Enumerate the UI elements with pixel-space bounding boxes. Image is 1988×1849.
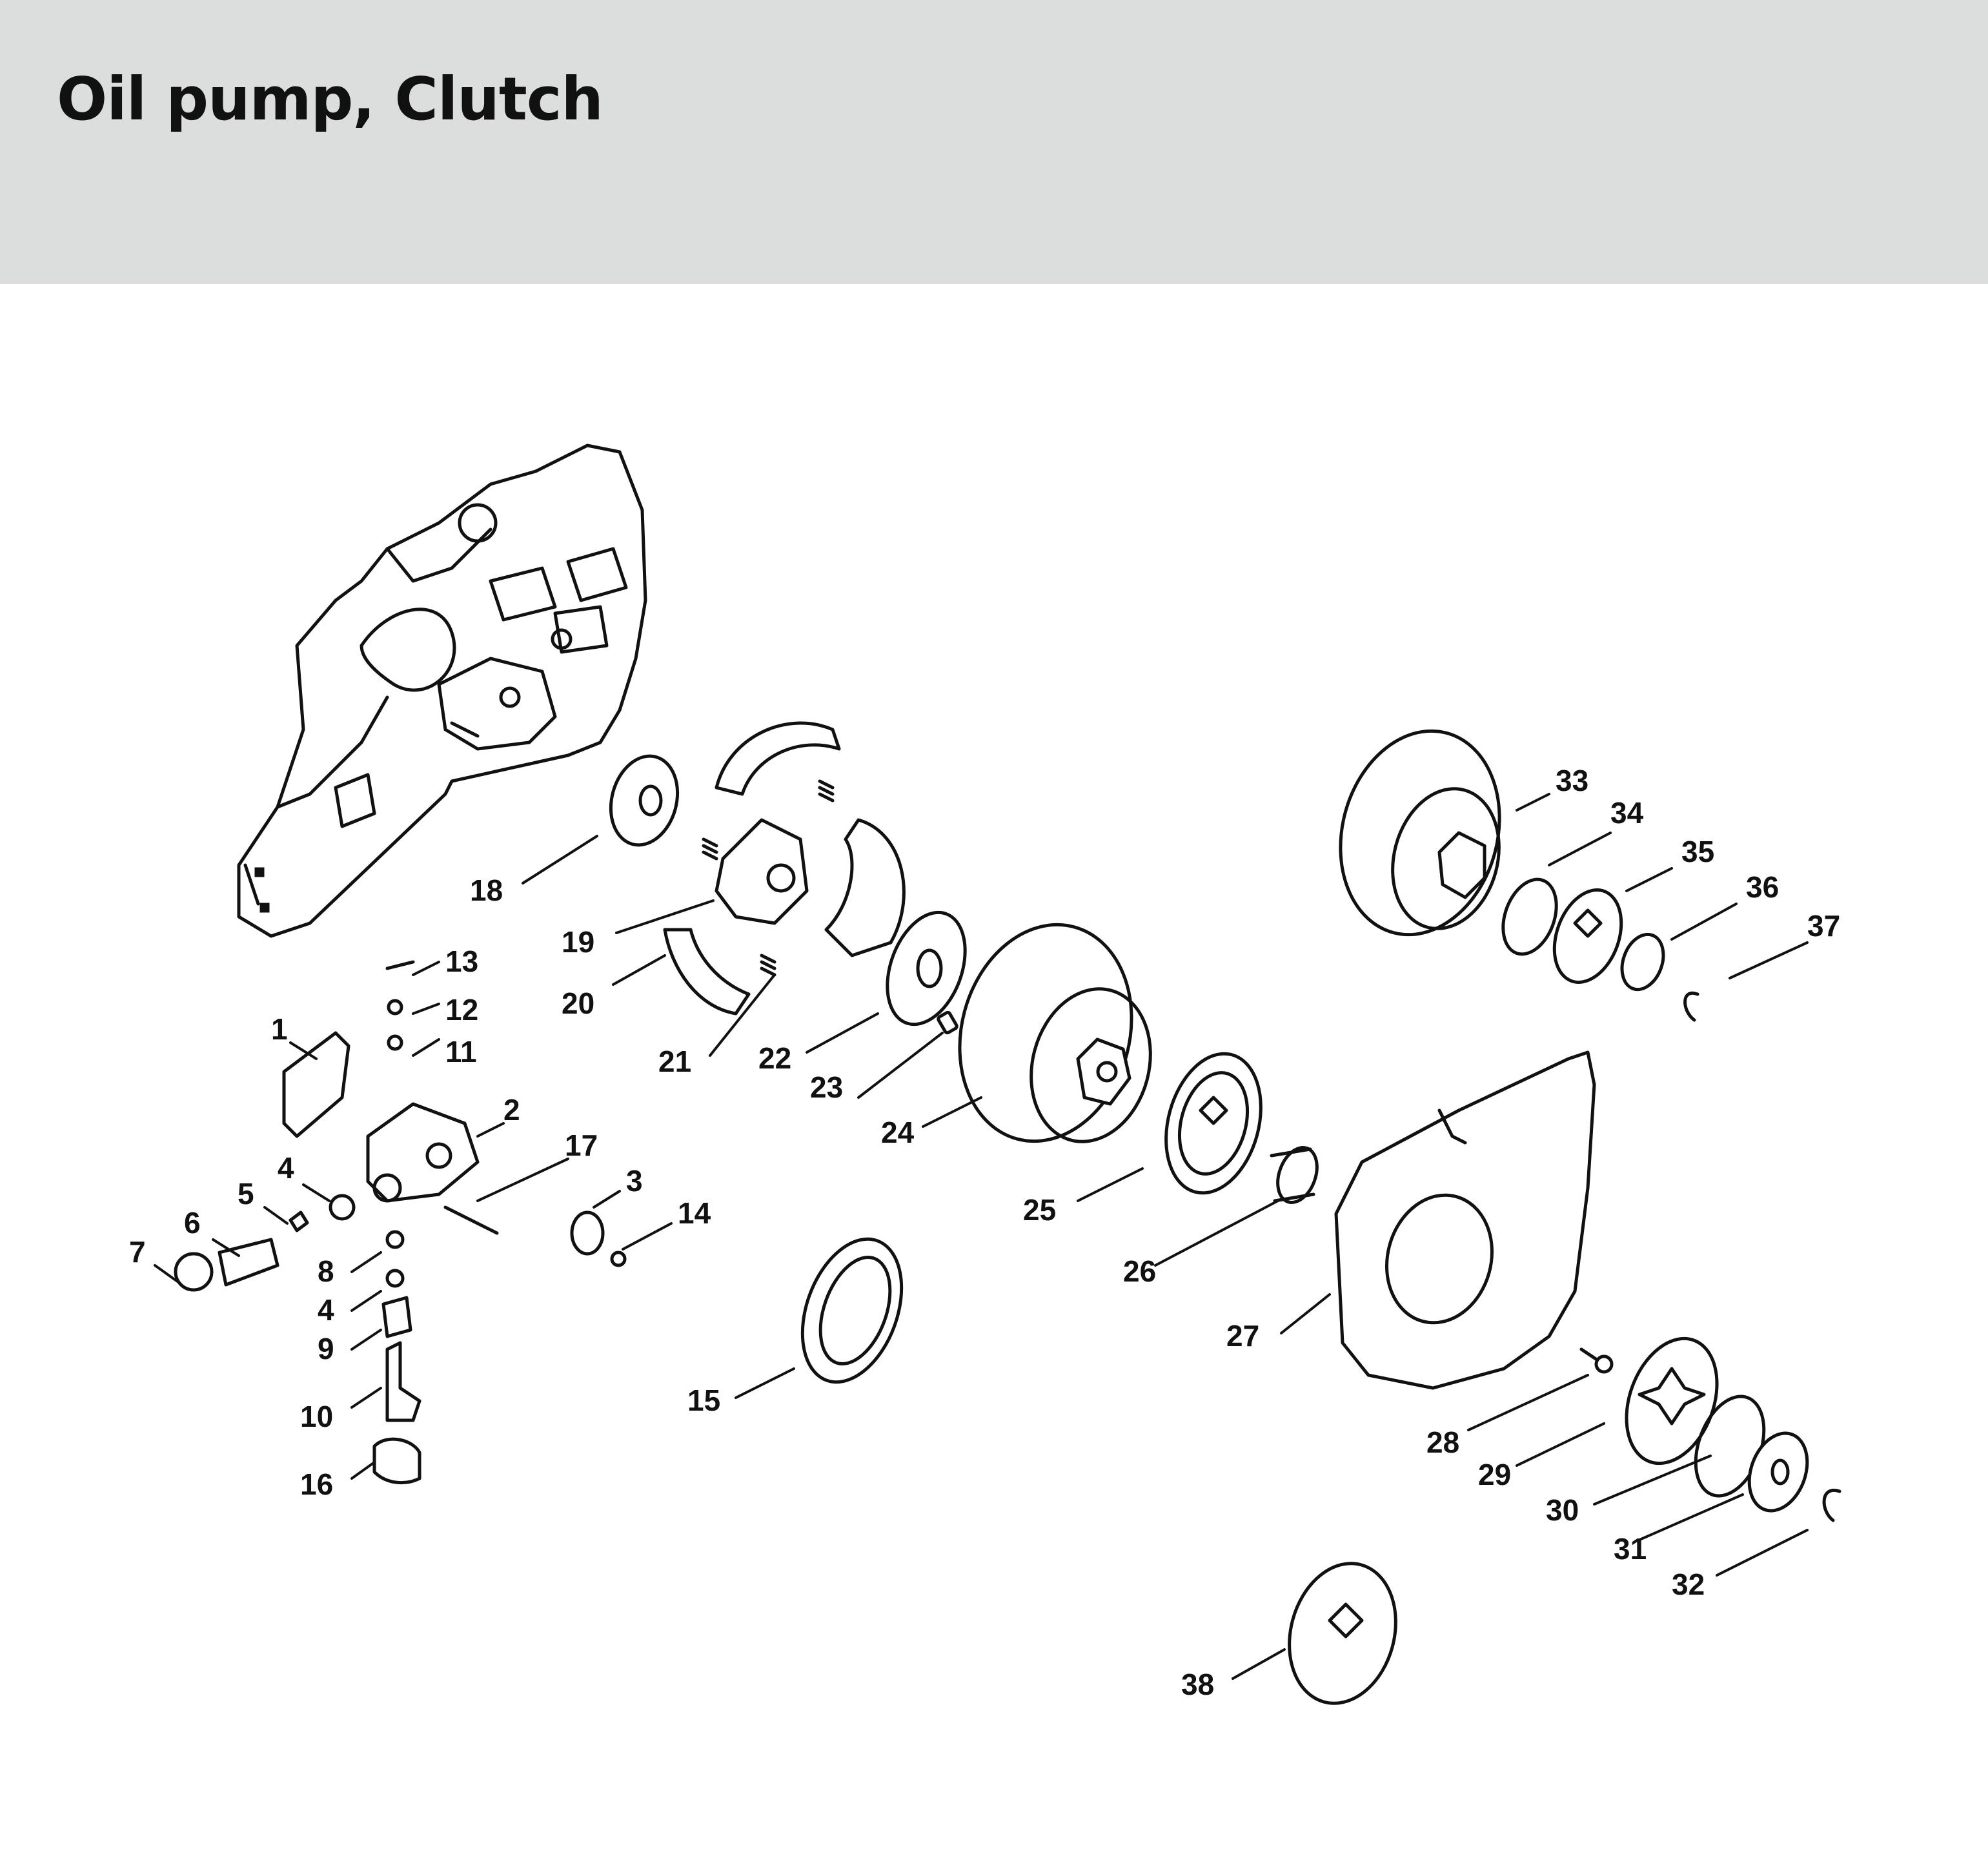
clutch-shoes [663, 721, 906, 1016]
callout-1: 1 [271, 1012, 288, 1046]
callout-22: 22 [758, 1041, 791, 1075]
part-25-rim-sprocket [1164, 1052, 1263, 1195]
part-15-ring-sprocket [800, 1237, 904, 1384]
part-24-clutch-drum [958, 923, 1152, 1143]
callout-7: 7 [129, 1235, 146, 1269]
part-35-spur-sprocket [1552, 888, 1623, 984]
oil-pump-group [174, 960, 627, 1485]
part-33-clutch-drum [1339, 729, 1501, 937]
callout-2: 2 [503, 1093, 520, 1127]
part-26-needle-cage [1270, 1146, 1319, 1204]
part-18-washer [609, 754, 680, 847]
part-31-washer [1747, 1431, 1809, 1513]
callout-9: 9 [318, 1332, 334, 1365]
callout-27: 27 [1226, 1319, 1259, 1353]
callout-labels: 1 2 3 4 5 6 7 8 4 9 10 16 11 12 13 17 14… [129, 764, 1840, 1701]
part-22-thrust-washer [886, 910, 967, 1027]
part-23-screw [937, 1010, 959, 1035]
callout-34: 34 [1610, 796, 1644, 830]
callout-32: 32 [1672, 1568, 1705, 1601]
callout-38: 38 [1181, 1668, 1214, 1701]
callout-8: 8 [318, 1254, 334, 1288]
page-title: Oil pump, Clutch [57, 65, 604, 134]
callout-13: 13 [445, 945, 478, 978]
callout-37: 37 [1807, 909, 1840, 943]
callout-31: 31 [1614, 1532, 1647, 1566]
part-34-ring [1501, 877, 1558, 956]
callout-33: 33 [1556, 764, 1588, 797]
part-28-screw [1579, 1347, 1614, 1374]
callout-5: 5 [238, 1177, 254, 1211]
callout-19: 19 [562, 925, 594, 959]
callout-10: 10 [300, 1400, 333, 1433]
callout-30: 30 [1546, 1493, 1579, 1527]
callout-15: 15 [687, 1384, 720, 1417]
callout-11: 11 [445, 1035, 477, 1068]
part-37-clip [1683, 991, 1699, 1022]
callout-17: 17 [565, 1129, 598, 1162]
callout-20: 20 [562, 986, 594, 1020]
callout-6: 6 [184, 1206, 201, 1240]
callout-16: 16 [300, 1467, 333, 1501]
callout-35: 35 [1681, 835, 1714, 868]
part-32-clip [1822, 1488, 1841, 1522]
callout-4b: 4 [318, 1293, 334, 1327]
callout-14: 14 [678, 1196, 711, 1230]
callout-26: 26 [1123, 1254, 1156, 1288]
callout-21: 21 [658, 1045, 691, 1078]
part-29-star-washer [1625, 1336, 1719, 1466]
callout-29: 29 [1478, 1458, 1511, 1491]
header-band: Oil pump, Clutch [0, 0, 1988, 284]
callout-28: 28 [1426, 1425, 1459, 1459]
callout-3: 3 [626, 1164, 643, 1198]
crankcase-housing [237, 444, 647, 938]
callout-36: 36 [1746, 870, 1779, 904]
callout-24: 24 [881, 1116, 915, 1149]
callout-25: 25 [1023, 1193, 1056, 1227]
leader-lines [154, 793, 1809, 1680]
callout-4: 4 [278, 1151, 294, 1185]
part-38-spur-sprocket [1288, 1562, 1397, 1705]
callout-12: 12 [445, 993, 478, 1027]
part-27-sprocket-cover [1334, 1050, 1596, 1390]
callout-23: 23 [810, 1070, 843, 1104]
part-36-washer [1620, 932, 1665, 992]
callout-18: 18 [470, 873, 503, 907]
